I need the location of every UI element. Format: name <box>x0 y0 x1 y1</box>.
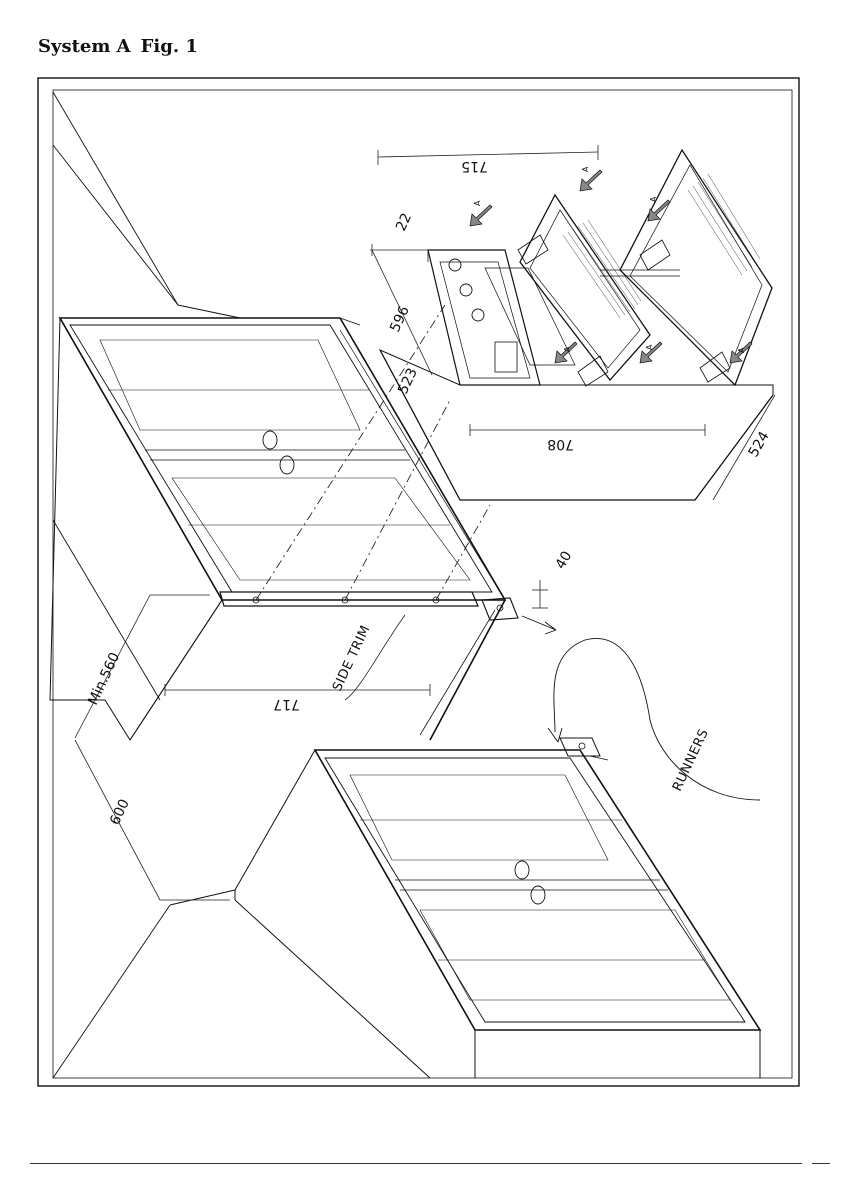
dimension-717: 717 <box>273 696 300 712</box>
diagram-frame <box>38 78 799 1086</box>
diagram-inner-frame <box>53 90 792 1078</box>
dimension-596: 596 <box>387 304 413 335</box>
upper-cabinet <box>50 318 505 740</box>
dimension-715: 715 <box>461 158 488 174</box>
oven-unit <box>380 150 773 500</box>
footer-rule <box>30 1163 802 1164</box>
runners-label: RUNNERS <box>670 727 712 794</box>
room-lines <box>53 92 240 1078</box>
arrow-letter: A <box>645 344 654 350</box>
arrow-letter: A <box>649 196 658 202</box>
dimension-labels: 715 22 596 523 708 524 40 717 Min.560 60… <box>85 158 773 828</box>
dimension-523: 523 <box>395 366 421 397</box>
direction-arrows <box>470 170 752 363</box>
side-trim-label: SIDE TRIM <box>330 623 374 694</box>
dimension-22: 22 <box>393 211 415 234</box>
side-trim-strip <box>220 592 518 620</box>
arrow-letters: A A A A A A <box>473 166 746 353</box>
alignment-lines <box>256 305 490 600</box>
arrow-letter: A <box>581 166 590 172</box>
dimension-40: 40 <box>553 549 576 572</box>
arrow-letter: A <box>473 200 482 206</box>
dimension-min-560: Min.560 <box>85 650 123 708</box>
runners-callout <box>522 616 760 800</box>
footer-tick <box>812 1163 830 1164</box>
dimension-708: 708 <box>547 436 574 452</box>
arrow-letter: A <box>563 346 572 352</box>
dimension-600: 600 <box>107 797 133 828</box>
dimension-524: 524 <box>746 429 773 460</box>
arrow-letter: A <box>737 347 746 353</box>
